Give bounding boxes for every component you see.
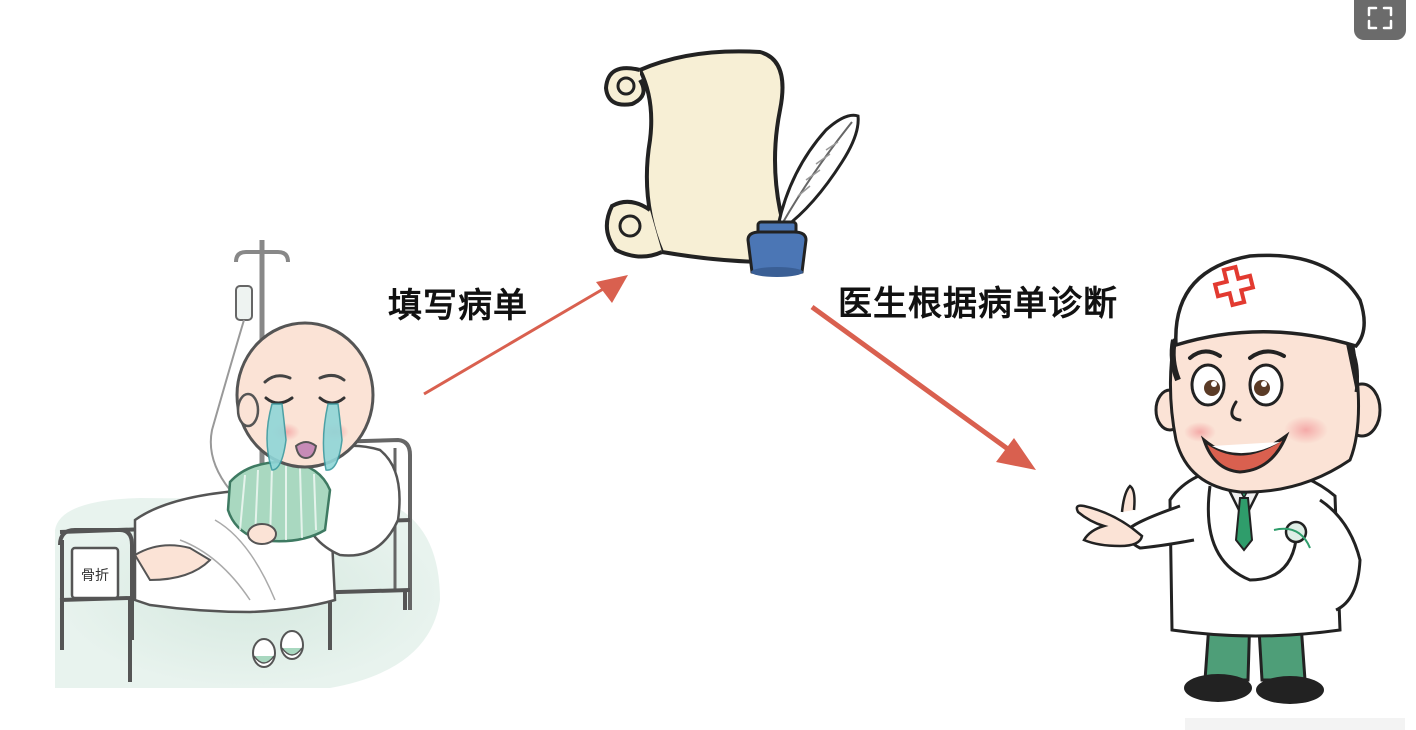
doctor-illustration [1075,253,1382,704]
label-fill-form: 填写病单 [388,286,528,326]
arrow-patient-to-form [423,275,628,396]
expand-button[interactable] [1354,0,1406,40]
patient-in-bed-illustration: 骨折 [55,240,440,688]
hat-cross-icon [1212,264,1256,308]
quill-and-ink [746,113,860,277]
expand-icon [1367,6,1393,30]
patient-pajama [226,460,332,543]
patient-head [235,321,375,471]
slippers [252,630,304,668]
label-doctor-diagnose: 医生根据病单诊断 [838,284,1118,324]
doctor-hand [1075,504,1144,548]
arrow-form-to-doctor [810,304,1036,470]
bed-card-text: 骨折 [81,568,109,584]
watermark-strip [1185,718,1405,730]
doctor-hat [1174,253,1366,349]
